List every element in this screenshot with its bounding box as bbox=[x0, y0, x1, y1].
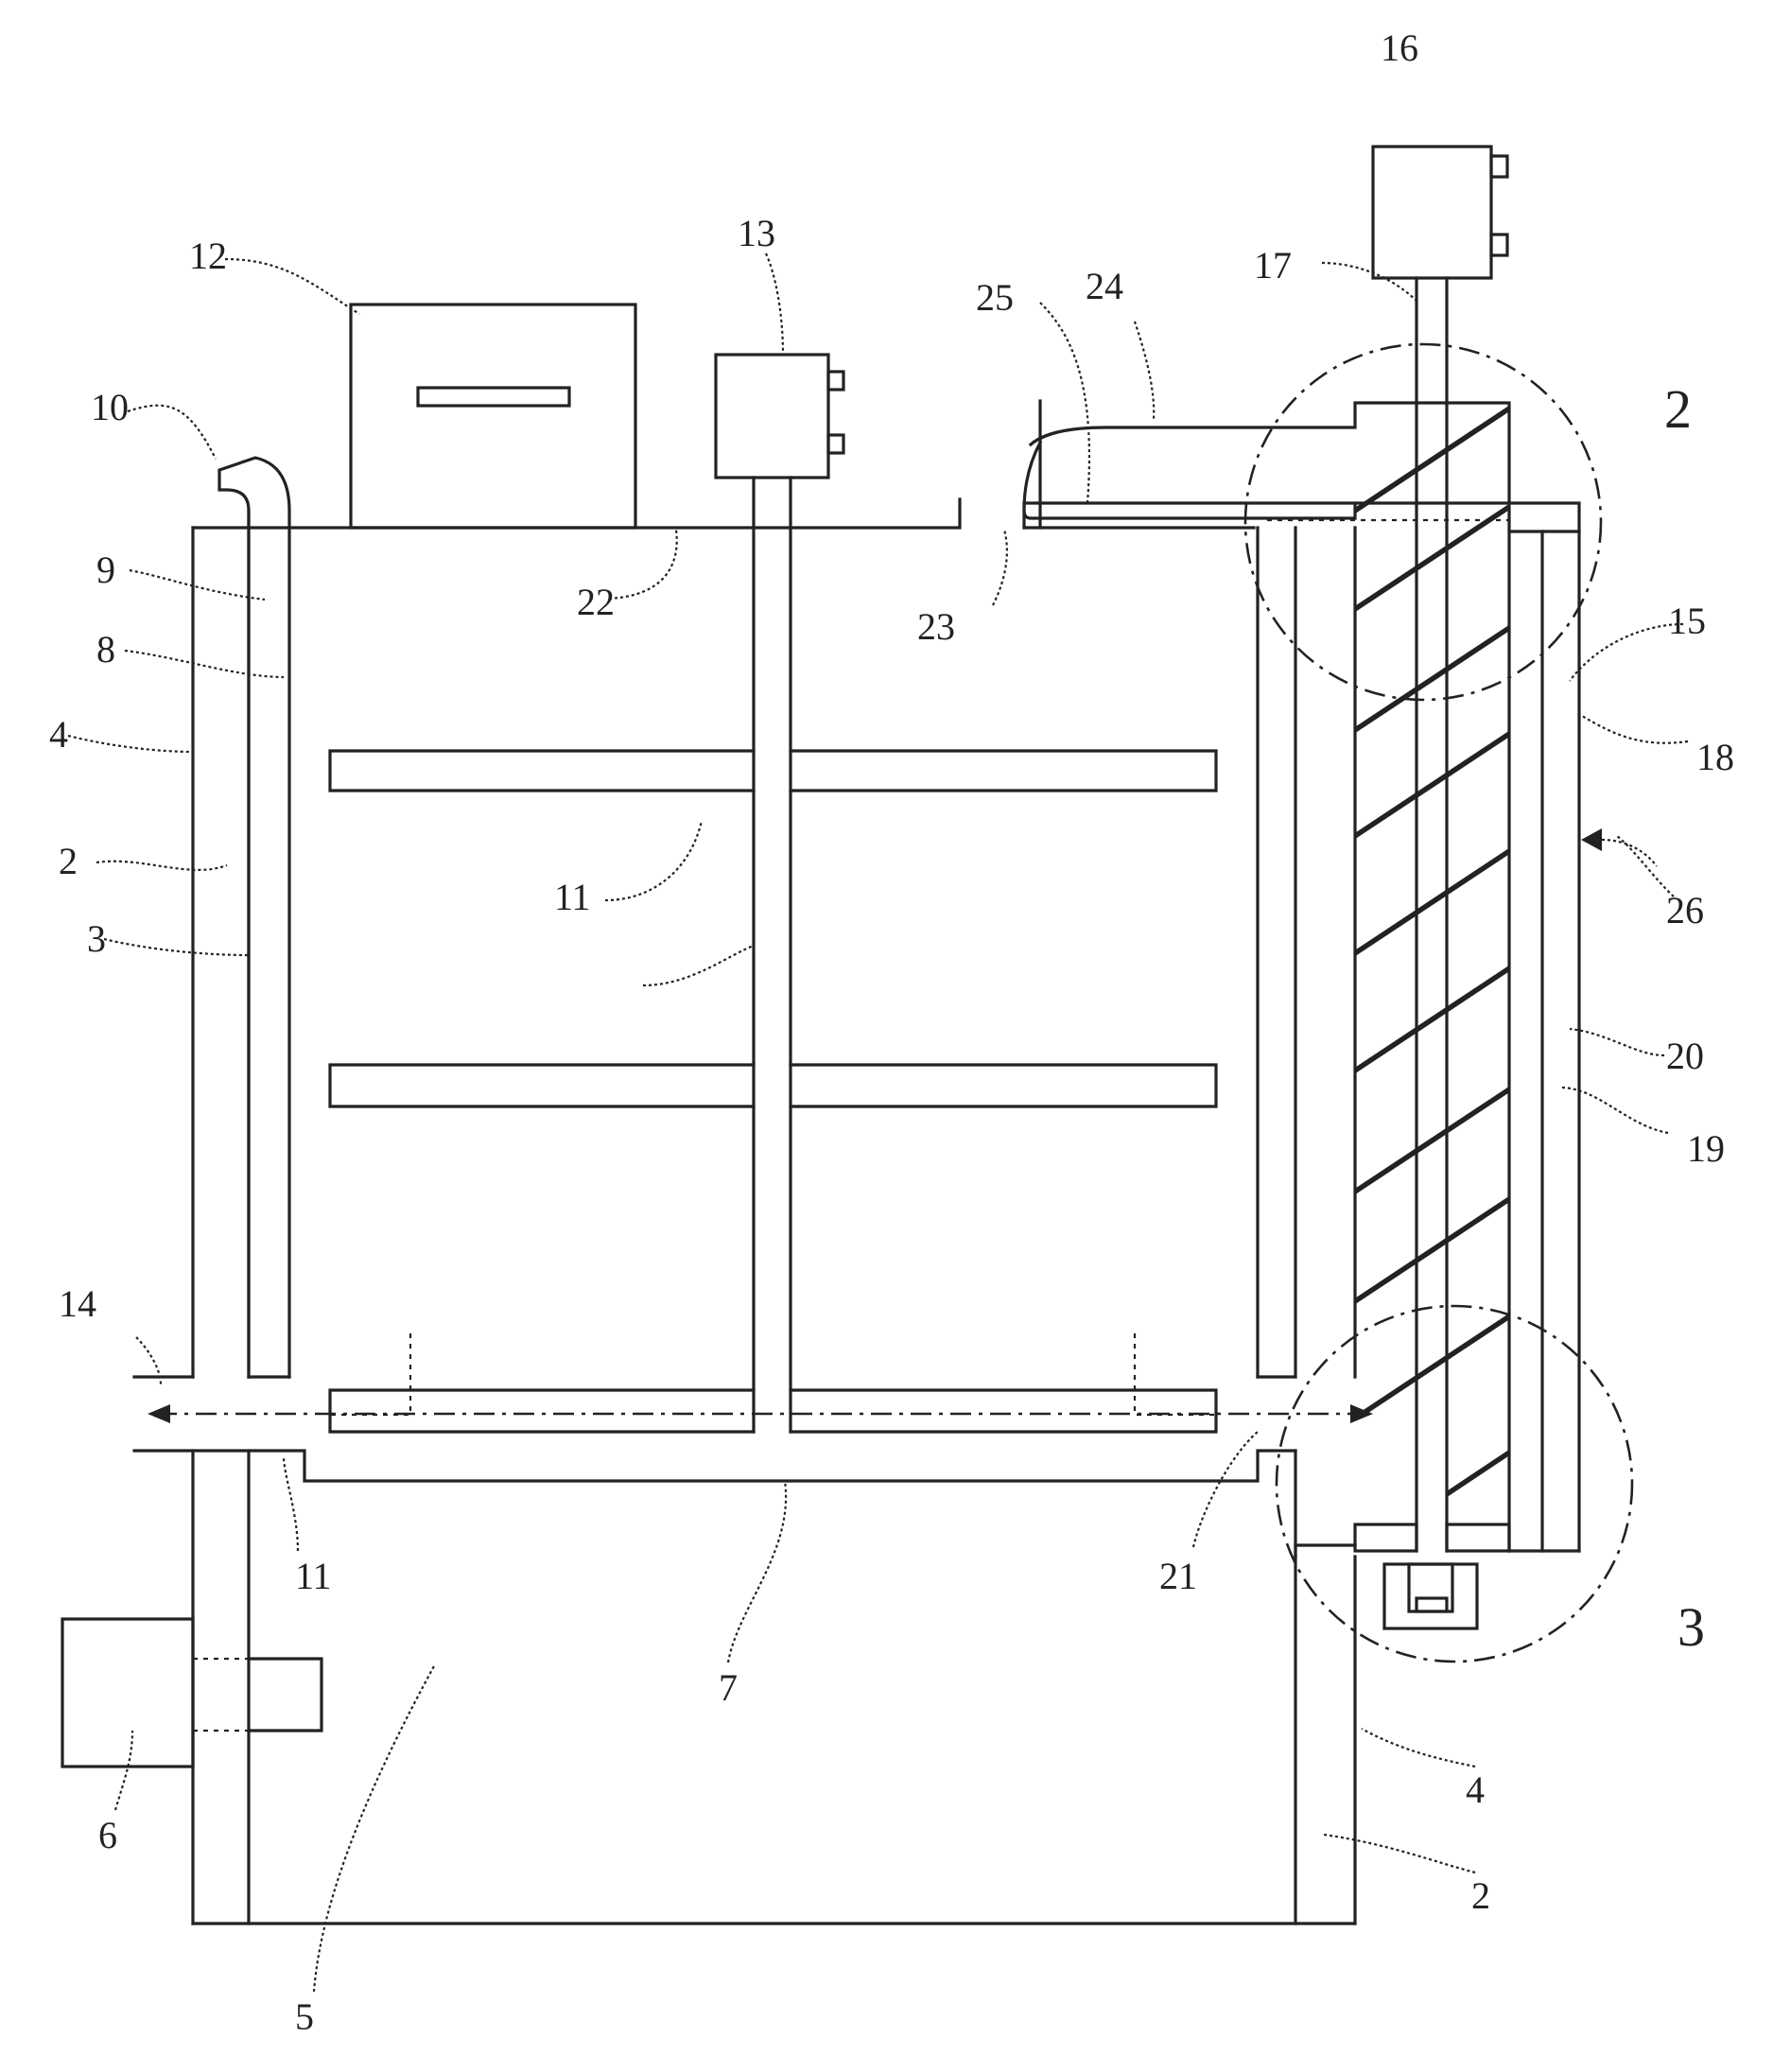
arrow-26 bbox=[1581, 828, 1602, 851]
bottom-bearings bbox=[1295, 1524, 1509, 1628]
label-19: 19 bbox=[1687, 1127, 1725, 1170]
label-24: 24 bbox=[1086, 265, 1123, 307]
label-15: 15 bbox=[1668, 600, 1706, 642]
label-21: 21 bbox=[1159, 1555, 1197, 1597]
label-9: 9 bbox=[96, 548, 115, 591]
side-box-6 bbox=[62, 1619, 322, 1767]
label-25: 25 bbox=[976, 276, 1014, 319]
label-20: 20 bbox=[1666, 1035, 1704, 1077]
label-26: 26 bbox=[1666, 889, 1704, 932]
label-17: 17 bbox=[1254, 244, 1292, 287]
label-18: 18 bbox=[1696, 736, 1734, 778]
label-13: 13 bbox=[738, 212, 775, 254]
label-5: 5 bbox=[295, 1995, 314, 2038]
label-6: 6 bbox=[98, 1814, 117, 1856]
label-11-middle: 11 bbox=[554, 876, 591, 918]
label-14: 14 bbox=[59, 1282, 96, 1325]
label-11-bottom: 11 bbox=[295, 1555, 332, 1597]
plate-25 bbox=[1024, 503, 1355, 518]
vertical-pipe bbox=[219, 458, 289, 1377]
label-2-right: 2 bbox=[1471, 1874, 1490, 1917]
label-10: 10 bbox=[91, 386, 129, 428]
detail-marker-2: 2 bbox=[1664, 378, 1692, 440]
spiral-blades bbox=[1355, 409, 1509, 1494]
motor-13 bbox=[716, 355, 843, 1432]
label-7: 7 bbox=[719, 1666, 738, 1709]
detail-circles bbox=[1245, 344, 1632, 1662]
label-22: 22 bbox=[577, 581, 615, 623]
label-16: 16 bbox=[1381, 26, 1418, 69]
stirring-paddles bbox=[330, 751, 1216, 1432]
left-wall bbox=[193, 528, 249, 1924]
motor-16 bbox=[1373, 147, 1507, 278]
label-4-left: 4 bbox=[49, 713, 68, 756]
detail-marker-3: 3 bbox=[1677, 1596, 1705, 1658]
label-23: 23 bbox=[917, 605, 955, 648]
label-2-left: 2 bbox=[59, 840, 78, 882]
label-3: 3 bbox=[87, 917, 106, 960]
motor-box-12 bbox=[351, 305, 635, 528]
label-12: 12 bbox=[189, 235, 227, 277]
label-4-right: 4 bbox=[1466, 1768, 1485, 1811]
bottom-tray bbox=[134, 1377, 1295, 1557]
scraper-fins bbox=[330, 1333, 1216, 1415]
reference-labels: 12 10 9 8 4 2 3 14 11 11 13 22 23 25 24 … bbox=[49, 26, 1734, 2038]
label-8: 8 bbox=[96, 628, 115, 670]
right-wall bbox=[1295, 1557, 1355, 1924]
